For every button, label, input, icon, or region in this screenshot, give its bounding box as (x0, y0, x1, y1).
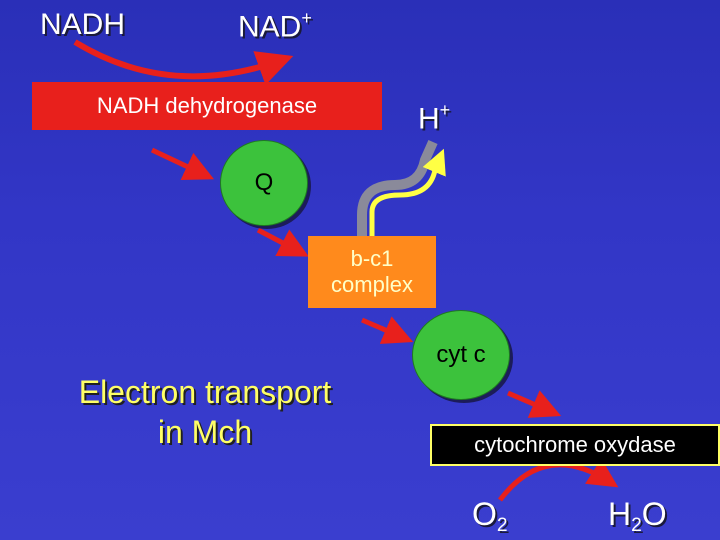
water-o-text: O (641, 496, 667, 532)
water-h-text: H (608, 496, 632, 532)
dehydrogenase-to-q-arrow (150, 147, 215, 181)
q-text: Q (254, 169, 274, 196)
cytochrome-oxydase-text: cytochrome oxydase (474, 432, 676, 457)
q-to-bc1-arrow (256, 227, 309, 257)
cytochrome-oxydase-box: cytochrome oxydase (430, 424, 720, 466)
proton-arrow-shadow (357, 139, 438, 240)
proton-label: H+ (418, 100, 450, 137)
nadh-to-nad-arrow (73, 39, 294, 86)
oxygen-text: O (472, 496, 497, 532)
cytc-to-oxydase-arrow (507, 390, 562, 418)
nadh-label: NADH (40, 8, 125, 42)
bc1-text-line2: complex (331, 272, 413, 297)
nadh-dehydrogenase-box: NADH dehydrogenase (32, 82, 382, 130)
q-circle: Q (220, 140, 308, 226)
bc1-text-line1: b-c1 (350, 246, 394, 271)
proton-text: H (418, 102, 440, 136)
nadh-dehydrogenase-text: NADH dehydrogenase (96, 93, 318, 118)
water-label: H2O (608, 496, 667, 537)
nad-text: NAD (238, 10, 302, 44)
nad-superscript: + (301, 8, 312, 28)
caption: Electron transport in Mch (40, 372, 370, 452)
caption-line1: Electron transport (78, 374, 332, 410)
proton-superscript: + (439, 100, 451, 120)
nadh-text: NADH (40, 8, 126, 41)
bc1-to-cytc-arrow (361, 316, 414, 344)
cyt-c-text: cyt c (436, 341, 486, 368)
nad-plus-label: NAD+ (238, 8, 312, 45)
water-subscript: 2 (631, 514, 642, 536)
proton-pump-arrow (369, 148, 446, 238)
bc1-complex-box: b-c1 complex (308, 236, 436, 308)
cyt-c-circle: cyt c (412, 310, 510, 400)
caption-line2: in Mch (157, 414, 253, 450)
oxygen-subscript: 2 (496, 514, 508, 536)
o2-to-h2o-arrow (498, 458, 619, 502)
oxygen-label: O2 (472, 496, 508, 537)
